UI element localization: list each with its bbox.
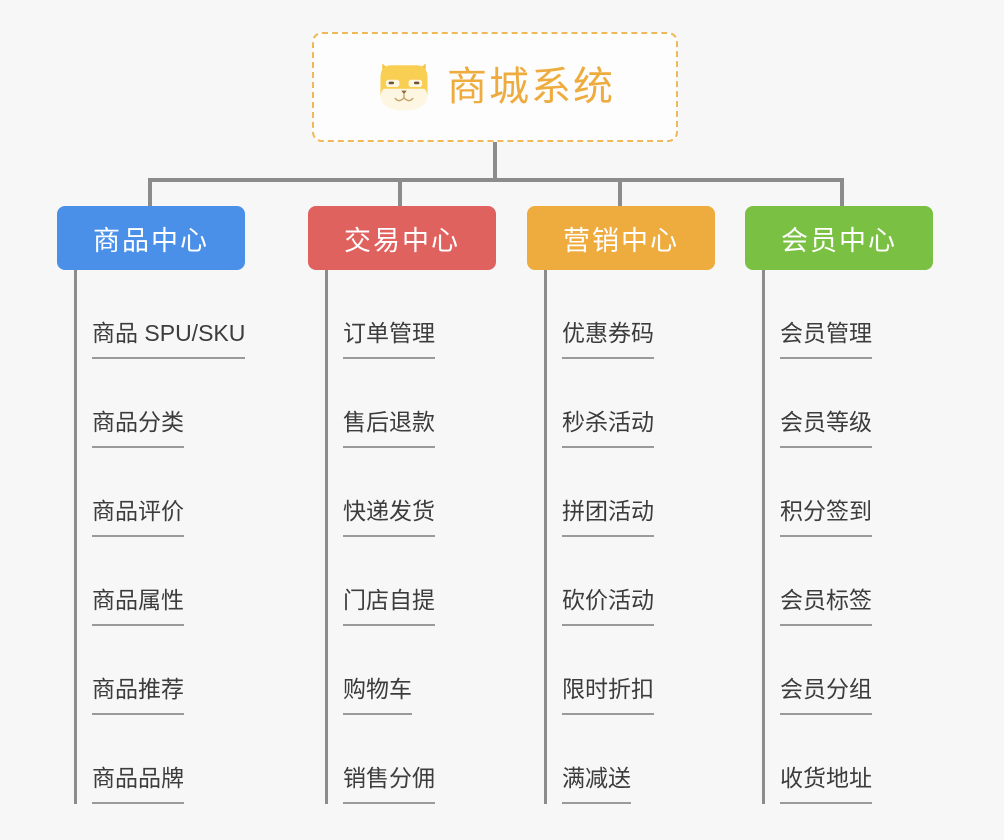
category-header-4[interactable]: 会员中心 bbox=[745, 206, 933, 270]
connector-drop-2 bbox=[398, 178, 402, 206]
shiba-dog-face-icon bbox=[375, 58, 433, 116]
leaf-item-label: 订单管理 bbox=[343, 322, 435, 359]
leaf-list-2: 订单管理 售后退款 快递发货 门店自提 购物车 销售分佣 bbox=[308, 270, 496, 804]
root-node-title: 商城系统 bbox=[447, 65, 615, 109]
leaf-item-label: 拼团活动 bbox=[562, 500, 654, 537]
leaf-item-label: 商品推荐 bbox=[92, 678, 184, 715]
leaf-item[interactable]: 商品属性 bbox=[74, 537, 245, 626]
leaf-item-label: 售后退款 bbox=[343, 411, 435, 448]
leaf-spine-3 bbox=[544, 270, 547, 804]
leaf-spine-2 bbox=[325, 270, 328, 804]
leaf-item-label: 优惠券码 bbox=[562, 322, 654, 359]
leaf-list-3: 优惠券码 秒杀活动 拼团活动 砍价活动 限时折扣 满减送 bbox=[527, 270, 715, 804]
leaf-spine-1 bbox=[74, 270, 77, 804]
leaf-item-label: 快递发货 bbox=[343, 500, 435, 537]
leaf-item-label: 商品分类 bbox=[92, 411, 184, 448]
leaf-item-label: 商品评价 bbox=[92, 500, 184, 537]
leaf-item[interactable]: 商品评价 bbox=[74, 448, 245, 537]
leaf-item-label: 收货地址 bbox=[780, 767, 872, 804]
leaf-item[interactable]: 限时折扣 bbox=[544, 626, 715, 715]
root-node-content: 商城系统 bbox=[375, 58, 615, 116]
leaf-item[interactable]: 砍价活动 bbox=[544, 537, 715, 626]
category-column-3: 营销中心 优惠券码 秒杀活动 拼团活动 砍价活动 限时折扣 满减送 bbox=[527, 206, 715, 804]
leaf-item-label: 销售分佣 bbox=[343, 767, 435, 804]
leaf-item[interactable]: 拼团活动 bbox=[544, 448, 715, 537]
root-node[interactable]: 商城系统 bbox=[312, 32, 678, 142]
leaf-item[interactable]: 商品 SPU/SKU bbox=[74, 270, 246, 359]
category-header-1[interactable]: 商品中心 bbox=[57, 206, 245, 270]
leaf-item-label: 商品 SPU/SKU bbox=[92, 322, 246, 359]
leaf-item[interactable]: 快递发货 bbox=[325, 448, 496, 537]
leaf-item-label: 满减送 bbox=[562, 767, 631, 804]
leaf-item-label: 砍价活动 bbox=[562, 589, 654, 626]
leaf-spine-4 bbox=[762, 270, 765, 804]
leaf-item[interactable]: 会员分组 bbox=[762, 626, 933, 715]
connector-drop-4 bbox=[840, 178, 844, 206]
leaf-item[interactable]: 商品推荐 bbox=[74, 626, 245, 715]
category-column-2: 交易中心 订单管理 售后退款 快递发货 门店自提 购物车 销售分佣 bbox=[308, 206, 496, 804]
leaf-item[interactable]: 购物车 bbox=[325, 626, 496, 715]
leaf-item[interactable]: 订单管理 bbox=[325, 270, 496, 359]
leaf-item[interactable]: 会员管理 bbox=[762, 270, 933, 359]
connector-drop-1 bbox=[148, 178, 152, 206]
leaf-item-label: 商品属性 bbox=[92, 589, 184, 626]
leaf-item[interactable]: 门店自提 bbox=[325, 537, 496, 626]
connector-horizontal-bar bbox=[148, 178, 844, 182]
category-header-2[interactable]: 交易中心 bbox=[308, 206, 496, 270]
leaf-item[interactable]: 收货地址 bbox=[762, 715, 933, 804]
leaf-item-label: 商品品牌 bbox=[92, 767, 184, 804]
category-column-4: 会员中心 会员管理 会员等级 积分签到 会员标签 会员分组 收货地址 bbox=[745, 206, 933, 804]
leaf-list-4: 会员管理 会员等级 积分签到 会员标签 会员分组 收货地址 bbox=[745, 270, 933, 804]
connector-drop-3 bbox=[618, 178, 622, 206]
leaf-item[interactable]: 优惠券码 bbox=[544, 270, 715, 359]
leaf-item-label: 会员等级 bbox=[780, 411, 872, 448]
leaf-list-1: 商品 SPU/SKU 商品分类 商品评价 商品属性 商品推荐 商品品牌 bbox=[57, 270, 246, 804]
leaf-item[interactable]: 销售分佣 bbox=[325, 715, 496, 804]
leaf-item-label: 门店自提 bbox=[343, 589, 435, 626]
leaf-item[interactable]: 会员等级 bbox=[762, 359, 933, 448]
leaf-item-label: 会员管理 bbox=[780, 322, 872, 359]
leaf-item[interactable]: 商品分类 bbox=[74, 359, 245, 448]
leaf-item-label: 会员分组 bbox=[780, 678, 872, 715]
leaf-item-label: 购物车 bbox=[343, 678, 412, 715]
leaf-item[interactable]: 商品品牌 bbox=[74, 715, 245, 804]
leaf-item[interactable]: 会员标签 bbox=[762, 537, 933, 626]
leaf-item[interactable]: 积分签到 bbox=[762, 448, 933, 537]
leaf-item[interactable]: 秒杀活动 bbox=[544, 359, 715, 448]
category-header-3[interactable]: 营销中心 bbox=[527, 206, 715, 270]
category-column-1: 商品中心 商品 SPU/SKU 商品分类 商品评价 商品属性 商品推荐 商品品牌 bbox=[57, 206, 246, 804]
leaf-item-label: 会员标签 bbox=[780, 589, 872, 626]
leaf-item-label: 秒杀活动 bbox=[562, 411, 654, 448]
leaf-item[interactable]: 售后退款 bbox=[325, 359, 496, 448]
leaf-item-label: 积分签到 bbox=[780, 500, 872, 537]
leaf-item-label: 限时折扣 bbox=[562, 678, 654, 715]
leaf-item[interactable]: 满减送 bbox=[544, 715, 715, 804]
connector-root-vertical bbox=[493, 142, 497, 180]
